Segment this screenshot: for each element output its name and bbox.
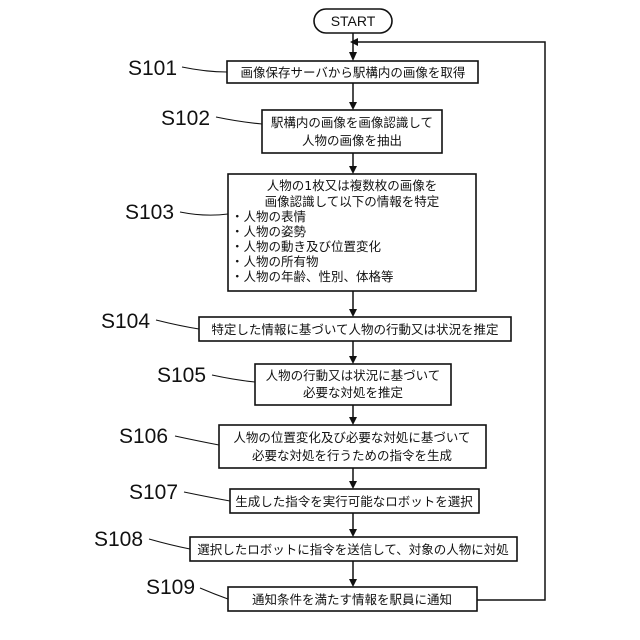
arrowhead-s107 (349, 481, 357, 489)
s103-bullet: ・人物の年齢、性別、体格等 (231, 269, 394, 284)
s103-bullet: ・人物の姿勢 (231, 224, 307, 239)
arrowhead-s108 (349, 529, 357, 537)
step-label-s103: S103 (125, 201, 174, 224)
s108-text: 選択したロボットに指令を送信して、対象の人物に対処 (197, 542, 509, 557)
s109-text: 通知条件を満たす情報を駅員に通知 (252, 592, 452, 607)
leader-s107 (184, 492, 230, 501)
s107-text: 生成した指令を実行可能なロボットを選択 (235, 494, 473, 509)
step-label-s104: S104 (101, 310, 150, 333)
step-label-s108: S108 (94, 528, 143, 551)
s104-text: 特定した情報に基づいて人物の行動又は状況を推定 (211, 322, 498, 337)
s106-text-line1: 人物の位置変化及び必要な対処に基づいて (233, 430, 470, 445)
s103-text-line2: 画像認識して以下の情報を特定 (265, 194, 440, 209)
step-label-s101: S101 (128, 57, 177, 80)
s105-text-line2: 必要な対処を推定 (303, 385, 403, 400)
step-label-s102: S102 (161, 107, 210, 130)
s102-text-line1: 駅構内の画像を画像認識して (271, 115, 433, 130)
arrowhead-s106 (349, 417, 357, 425)
arrowhead-s105 (349, 356, 357, 364)
s105-text-line1: 人物の行動又は状況に基づいて (266, 368, 441, 383)
start-label: START (331, 13, 376, 29)
s106-text-line2: 必要な対処を行うための指令を生成 (252, 448, 452, 463)
loop-back-arrowhead (350, 38, 358, 46)
step-label-s109: S109 (146, 576, 195, 599)
step-label-s106: S106 (119, 425, 168, 448)
arrowhead-s102 (349, 102, 357, 110)
s103-bullet: ・人物の表情 (231, 209, 306, 224)
step-label-s107: S107 (129, 481, 178, 504)
leader-s103 (180, 212, 228, 215)
arrowhead-s104 (349, 309, 357, 317)
leader-s102 (216, 117, 262, 124)
arrowhead-s101 (349, 52, 357, 61)
s103-bullet: ・人物の所有物 (231, 254, 319, 269)
leader-s101 (182, 67, 227, 72)
leader-s104 (156, 320, 199, 329)
arrowhead-s109 (349, 579, 357, 587)
s101-text: 画像保存サーバから駅構内の画像を取得 (241, 65, 466, 80)
step-label-s105: S105 (157, 364, 206, 387)
s102-text-line2: 人物の画像を抽出 (302, 133, 402, 148)
leader-s106 (175, 436, 219, 445)
leader-s105 (212, 375, 255, 382)
arrowhead-s103 (349, 166, 357, 174)
s103-bullet: ・人物の動き及び位置変化 (231, 239, 382, 254)
leader-s108 (149, 539, 190, 549)
s103-text-line1: 人物の1枚又は複数枚の画像を (267, 178, 437, 193)
leader-s109 (200, 588, 228, 599)
